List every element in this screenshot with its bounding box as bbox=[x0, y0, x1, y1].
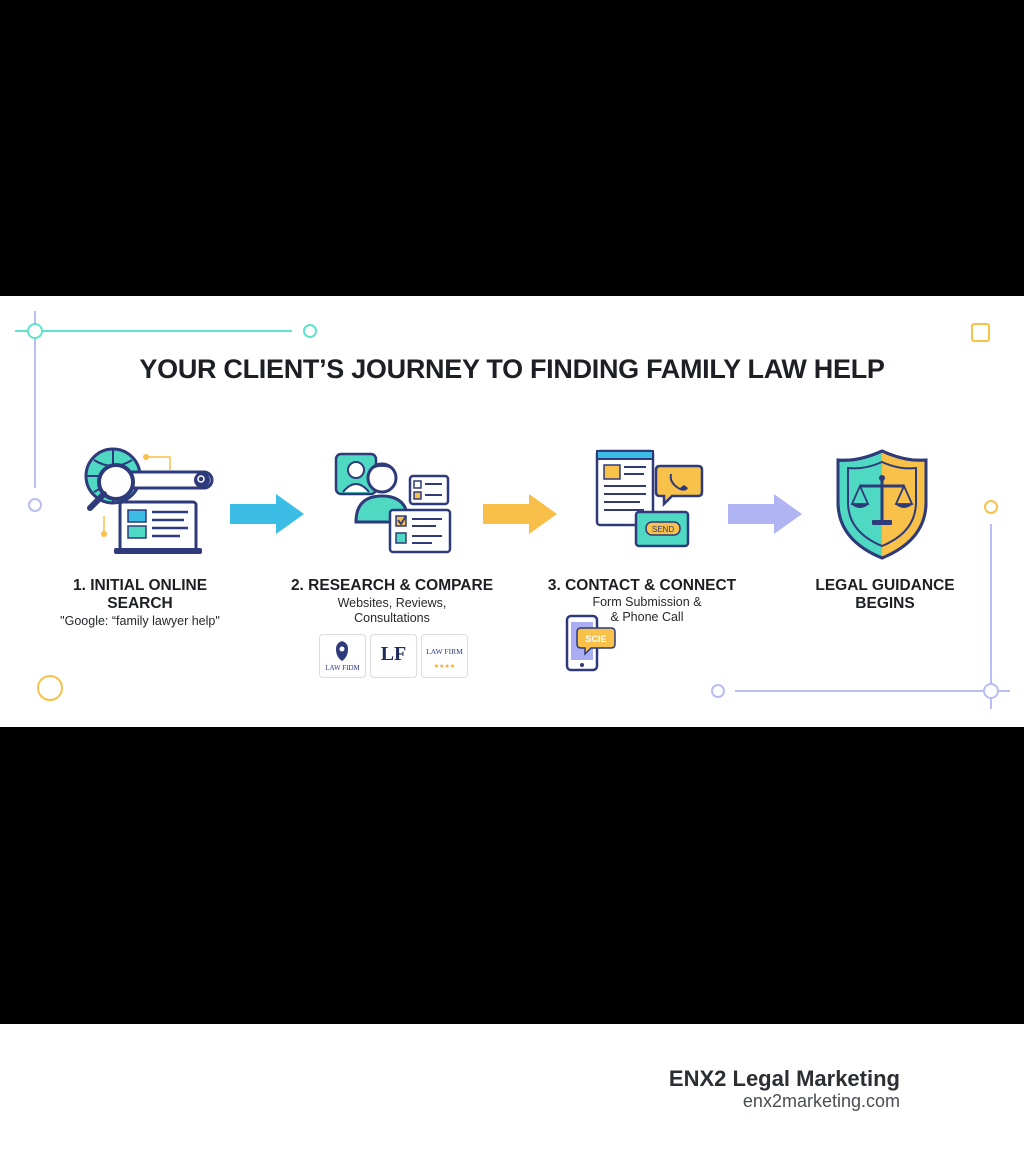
step-2-title: 2. RESEARCH & COMPARE bbox=[290, 577, 494, 594]
mobile-phone-icon: SCIE bbox=[565, 614, 616, 672]
contact-form-phone-icon: SEND bbox=[595, 449, 704, 548]
step-1-title: 1. INITIAL ONLINE SEARCH bbox=[72, 577, 208, 612]
law-firm-logo-3-stars: ★★★★ bbox=[433, 663, 456, 670]
law-firm-logo-card-3: LAW FIRM ★★★★ bbox=[421, 634, 468, 678]
law-firm-logo-3-text: LAW FIRM bbox=[426, 647, 463, 656]
footer-url: enx2marketing.com bbox=[742, 1091, 900, 1111]
arrow-1-shape bbox=[230, 494, 304, 534]
step-4-title: LEGAL GUIDANCE BEGINS bbox=[815, 577, 955, 612]
send-button-label: SEND bbox=[652, 525, 674, 534]
decorative-frame bbox=[15, 311, 1010, 709]
arrow-right-icon bbox=[728, 494, 802, 534]
infographic-panel: YOUR CLIENT’S JOURNEY TO FINDING FAMILY … bbox=[0, 296, 1024, 727]
search-laptop-icon bbox=[84, 447, 214, 554]
footer-brand: ENX2 Legal Marketing bbox=[668, 1066, 900, 1091]
step-1-subtitle: "Google: “family lawyer help" bbox=[60, 614, 220, 628]
arrow-3-shape bbox=[728, 494, 802, 534]
law-firm-crest-icon bbox=[336, 641, 348, 661]
people-compare-icon bbox=[334, 452, 452, 554]
step-2-subtitle: Websites, Reviews, Consultations bbox=[337, 596, 447, 625]
footer: ENX2 Legal Marketing enx2marketing.com bbox=[0, 1024, 1024, 1154]
step-3-subtitle: Form Submission & & Phone Call bbox=[592, 595, 702, 624]
law-firm-logo-2-text: LF bbox=[380, 643, 407, 665]
page-title: YOUR CLIENT’S JOURNEY TO FINDING FAMILY … bbox=[139, 354, 885, 384]
arrow-right-icon bbox=[230, 494, 304, 534]
arrow-right-icon bbox=[483, 494, 557, 534]
law-firm-logo-card-1: LAW FIDM bbox=[319, 634, 366, 678]
law-firm-logo-card-2: LF bbox=[370, 634, 417, 678]
phone-bubble-label: SCIE bbox=[585, 634, 606, 644]
law-firm-logo-1-text: LAW FIDM bbox=[325, 664, 360, 672]
arrow-2-shape bbox=[483, 494, 557, 534]
shield-scales-icon bbox=[836, 449, 928, 560]
step-3-title: 3. CONTACT & CONNECT bbox=[547, 577, 737, 594]
